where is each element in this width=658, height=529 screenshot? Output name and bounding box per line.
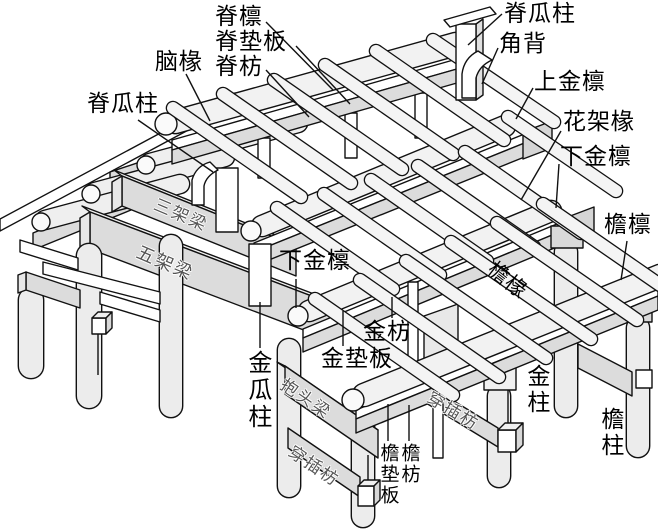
joint-blocks <box>91 281 653 507</box>
label-huajia-chuan: 花架椽 <box>563 109 635 134</box>
label-yan-fang: 檐枋 <box>398 443 420 485</box>
baotouliang-right <box>577 343 633 397</box>
leader-lines <box>137 13 628 441</box>
label-ji-dianban: 脊垫板 <box>215 29 287 54</box>
label-yan-dianban: 檐垫板 <box>377 443 399 506</box>
gable-side-beams <box>17 239 161 323</box>
label-yan-lin: 檐檩 <box>604 212 652 237</box>
jinguazhu-post <box>248 243 272 307</box>
label-nao-chuan: 脑椽 <box>155 49 203 74</box>
ridge-post-left <box>191 161 239 233</box>
label-ji-guazhu-left: 脊瓜柱 <box>87 91 159 116</box>
rafters <box>165 32 658 403</box>
ridge-post-right <box>443 6 497 101</box>
label-ji-lin: 脊檩 <box>215 4 263 29</box>
label-ji-guazhu-right: 脊瓜柱 <box>504 1 576 26</box>
label-xiajin-lin-mid: 下金檩 <box>279 248 351 273</box>
label-jin-zhu: 金柱 <box>523 364 549 416</box>
label-jin-fang: 金枋 <box>363 319 411 344</box>
label-yan-zhu: 檐柱 <box>597 407 623 459</box>
label-ji-fang: 脊枋 <box>215 54 263 79</box>
label-jin-dianban: 金垫板 <box>321 346 393 371</box>
label-shangjin-lin: 上金檩 <box>534 69 606 94</box>
label-xiajin-lin-right: 下金檩 <box>560 144 632 169</box>
label-jin-guazhu: 金瓜柱 <box>243 350 270 431</box>
label-jiao-bei: 角背 <box>499 31 547 56</box>
